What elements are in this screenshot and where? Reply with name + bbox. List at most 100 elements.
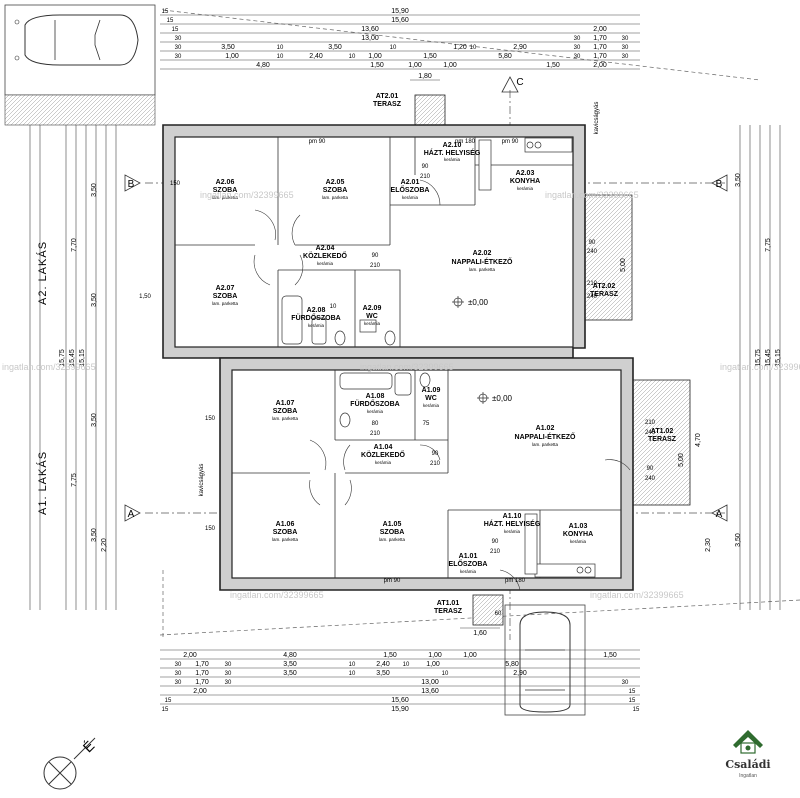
svg-text:210: 210: [420, 174, 431, 180]
svg-text:1,70: 1,70: [593, 44, 607, 51]
svg-text:FÜRDŐSZOBA: FÜRDŐSZOBA: [350, 399, 399, 408]
fixtures: [281, 137, 596, 578]
svg-text:2,20: 2,20: [101, 538, 108, 552]
svg-text:A2.10: A2.10: [443, 142, 462, 149]
svg-text:SZOBA: SZOBA: [213, 293, 238, 300]
room-a1-02: A1.02 NAPPALI-ÉTKEZŐ lam. parketta: [515, 425, 576, 447]
car-bottom-icon: [519, 611, 571, 713]
room-a2-08: A2.08 FÜRDŐSZOBA kerámia: [291, 307, 340, 328]
svg-text:A2.07: A2.07: [216, 285, 235, 292]
terrace-at2-01: [414, 94, 446, 126]
svg-text:2,30: 2,30: [705, 538, 712, 552]
svg-text:1,70: 1,70: [593, 53, 607, 60]
terrace-at1-01-code: AT1.01: [437, 600, 460, 607]
svg-text:15,90: 15,90: [391, 8, 409, 15]
svg-text:lam. parketta: lam. parketta: [469, 267, 496, 272]
svg-text:kerámia: kerámia: [517, 186, 534, 191]
svg-text:210: 210: [490, 549, 501, 555]
svg-text:B: B: [128, 179, 135, 190]
watermark: ingatlan.com/32399665: [200, 190, 294, 200]
svg-text:2,90: 2,90: [513, 44, 527, 51]
svg-text:lam. parketta: lam. parketta: [272, 416, 299, 421]
svg-text:2,00: 2,00: [183, 652, 197, 659]
svg-text:lam. parketta: lam. parketta: [532, 442, 559, 447]
svg-text:4,80: 4,80: [256, 62, 270, 69]
svg-text:10: 10: [349, 671, 356, 677]
svg-text:7,75: 7,75: [71, 473, 78, 487]
svg-text:3,50: 3,50: [91, 413, 98, 427]
svg-text:90: 90: [432, 451, 439, 457]
svg-text:7,75: 7,75: [765, 238, 772, 252]
svg-text:5,00: 5,00: [620, 258, 627, 272]
svg-text:15,60: 15,60: [391, 697, 409, 704]
svg-text:KÖZLEKEDŐ: KÖZLEKEDŐ: [303, 251, 348, 260]
svg-text:30: 30: [225, 671, 232, 677]
opening-dimensions: 150 150 150 90 240 210 240 210 240 90 24…: [170, 164, 656, 617]
svg-text:13,00: 13,00: [361, 35, 379, 42]
svg-text:10: 10: [277, 45, 284, 51]
svg-text:10: 10: [390, 45, 397, 51]
svg-text:30: 30: [574, 54, 581, 60]
terrace-at1-02-code: AT1.02: [651, 428, 674, 435]
gravel-label: kavicságyás: [594, 102, 600, 135]
svg-text:NAPPALI-ÉTKEZŐ: NAPPALI-ÉTKEZŐ: [515, 432, 576, 441]
room-a2-07: A2.07 SZOBA lam. parketta: [212, 285, 239, 306]
watermark: ingatlan.com/32399665: [590, 590, 684, 600]
svg-text:A1.06: A1.06: [276, 521, 295, 528]
building-a2: [162, 124, 586, 359]
svg-text:15,75: 15,75: [755, 349, 762, 367]
kitchen-counter-icon: [524, 137, 573, 153]
svg-text:15,45: 15,45: [765, 349, 772, 367]
pm-label: pm 90: [502, 139, 519, 145]
svg-text:HÁZT. HELYISÉG: HÁZT. HELYISÉG: [484, 519, 541, 528]
svg-text:kerámia: kerámia: [402, 195, 419, 200]
room-a1-01: A1.01 ELŐSZOBA kerámia: [449, 553, 488, 574]
svg-text:FÜRDŐSZOBA: FÜRDŐSZOBA: [291, 313, 340, 322]
room-a1-04: A1.04 KÖZLEKEDŐ kerámia: [361, 444, 406, 465]
svg-text:A2.08: A2.08: [307, 307, 326, 314]
svg-text:3,50: 3,50: [91, 528, 98, 542]
svg-text:A1.01: A1.01: [459, 553, 478, 560]
svg-text:15,15: 15,15: [775, 349, 782, 367]
watermark: ingatlan.com/32399665: [720, 362, 800, 372]
svg-text:10: 10: [403, 662, 410, 668]
svg-text:1,70: 1,70: [593, 35, 607, 42]
svg-text:2,00: 2,00: [193, 688, 207, 695]
svg-text:kerámia: kerámia: [308, 323, 325, 328]
svg-text:90: 90: [647, 466, 654, 472]
svg-text:30: 30: [175, 45, 182, 51]
svg-text:13,60: 13,60: [421, 688, 439, 695]
svg-text:15,60: 15,60: [391, 17, 409, 24]
svg-text:3,50: 3,50: [283, 670, 297, 677]
svg-text:30: 30: [175, 662, 182, 668]
toilet-icon: [384, 330, 396, 346]
svg-text:1,70: 1,70: [195, 679, 209, 686]
svg-text:1,50: 1,50: [383, 652, 397, 659]
svg-text:15: 15: [162, 707, 169, 713]
svg-text:±0,00: ±0,00: [468, 298, 489, 307]
apartment-a2-label: A2. LAKÁS: [36, 241, 49, 305]
svg-text:10: 10: [442, 671, 449, 677]
gravel-label: kavicságyás: [199, 464, 205, 497]
svg-text:kerámia: kerámia: [367, 409, 384, 414]
svg-text:lam. parketta: lam. parketta: [379, 537, 406, 542]
svg-text:A: A: [716, 509, 723, 520]
svg-text:240: 240: [645, 430, 656, 436]
terrace-at2-01-name: TERASZ: [373, 101, 402, 108]
svg-text:60: 60: [495, 611, 502, 617]
svg-text:ELŐSZOBA: ELŐSZOBA: [449, 559, 488, 568]
svg-text:kerámia: kerámia: [460, 569, 477, 574]
svg-text:30: 30: [175, 36, 182, 42]
svg-text:10: 10: [470, 45, 477, 51]
svg-text:NAPPALI-ÉTKEZŐ: NAPPALI-ÉTKEZŐ: [452, 257, 513, 266]
level-marker-a1: ±0,00: [477, 392, 513, 404]
svg-text:3,50: 3,50: [91, 183, 98, 197]
apartment-a1-label: A1. LAKÁS: [36, 451, 49, 515]
toilet-icon: [419, 372, 431, 388]
svg-text:30: 30: [175, 680, 182, 686]
room-a2-05: A2.05 SZOBA lam. parketta: [322, 179, 349, 200]
svg-text:30: 30: [622, 680, 629, 686]
svg-text:3,50: 3,50: [735, 173, 742, 187]
svg-text:kerámia: kerámia: [570, 539, 587, 544]
axis-c-top: C: [501, 76, 524, 93]
